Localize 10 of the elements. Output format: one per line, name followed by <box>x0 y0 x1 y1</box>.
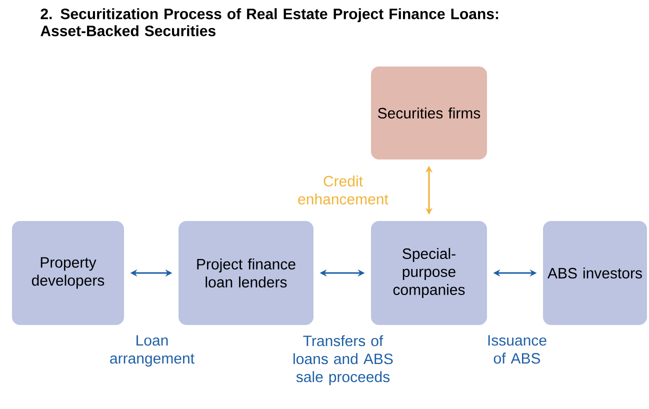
entity-box: Securities firms <box>371 66 487 160</box>
entity-box: ABS investors <box>543 221 647 325</box>
entity-box: Project finance loan lenders <box>178 221 314 325</box>
edge-label: Issuance of ABS <box>488 335 546 364</box>
entity-box: Property developers <box>12 221 124 325</box>
entity-box: Special-purpose companies <box>371 221 487 325</box>
edge-label: Credit enhancement <box>298 175 388 204</box>
edge-label: Loan arrangement <box>110 335 194 367</box>
title: 2. Securitization Process of Real Estate Project Finance Loans: Asset-Backed Securities <box>40 8 498 36</box>
edge-label: Transfers of loans and ABS sale proceeds <box>294 335 393 386</box>
